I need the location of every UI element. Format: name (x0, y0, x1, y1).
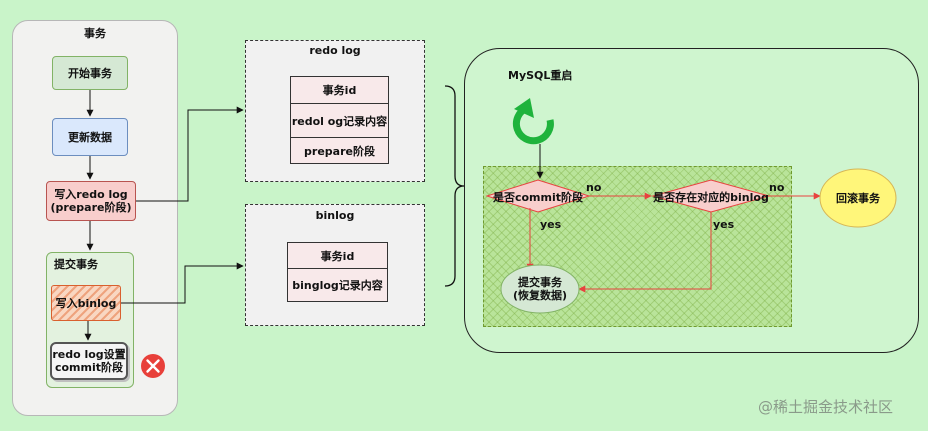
set-commit-line2: commit阶段 (54, 361, 124, 374)
mysql-restart-title: MySQL重启 (508, 69, 573, 82)
decision-binlog-label: 是否存在对应的binlog (653, 191, 769, 204)
binlog-row: 事务id (288, 243, 387, 269)
arrow-to-redo-log (136, 106, 244, 202)
close-circle-icon (141, 354, 165, 378)
commit-group-title: 提交事务 (54, 258, 98, 271)
write-binlog-node: 写入binlog (51, 285, 121, 321)
binlog-title: binlog (315, 209, 355, 222)
redo-log-row: 事务id (291, 77, 388, 104)
rollback-ellipse (819, 168, 897, 228)
commit-recover-line2: (恢复数据) (512, 289, 568, 302)
set-commit-node: redo log设置 commit阶段 (50, 342, 128, 380)
binlog-row: binglog记录内容 (292, 279, 383, 292)
write-redo-log-line2: (prepare阶段) (50, 201, 132, 214)
set-commit-line1: redo log设置 (52, 348, 126, 361)
refresh-icon (512, 98, 554, 145)
commit-recover-ellipse (500, 264, 580, 314)
no-label-2: no (769, 181, 785, 194)
binlog-record: 事务id binglog记录内容 (287, 242, 388, 302)
update-data-node: 更新数据 (52, 118, 128, 156)
commit-recover-line1: 提交事务 (518, 276, 562, 289)
transaction-panel-title: 事务 (84, 27, 106, 40)
redo-log-row: redol og记录内容 (291, 104, 388, 138)
no-label-1: no (586, 181, 602, 194)
start-transaction-node: 开始事务 (52, 56, 128, 90)
watermark: @稀土掘金技术社区 (758, 398, 894, 416)
yes-label-1: yes (540, 218, 562, 231)
write-redo-log-node: 写入redo log (prepare阶段) (46, 181, 136, 221)
yes-label-2: yes (713, 218, 735, 231)
rollback-label: 回滚事务 (836, 191, 880, 205)
curly-brace (444, 85, 465, 287)
decision-commit-label: 是否commit阶段 (492, 191, 584, 204)
binlog-panel (245, 204, 425, 326)
arrow-to-binlog (121, 262, 244, 304)
redo-log-title: redo log (309, 44, 361, 57)
redo-log-row: prepare阶段 (304, 144, 375, 158)
arrow-decision2-yes (578, 212, 712, 293)
commit-recover-label: 提交事务 (恢复数据) (501, 265, 579, 313)
redo-log-record: 事务id redol og记录内容 prepare阶段 (290, 76, 389, 164)
write-redo-log-line1: 写入redo log (54, 188, 128, 201)
